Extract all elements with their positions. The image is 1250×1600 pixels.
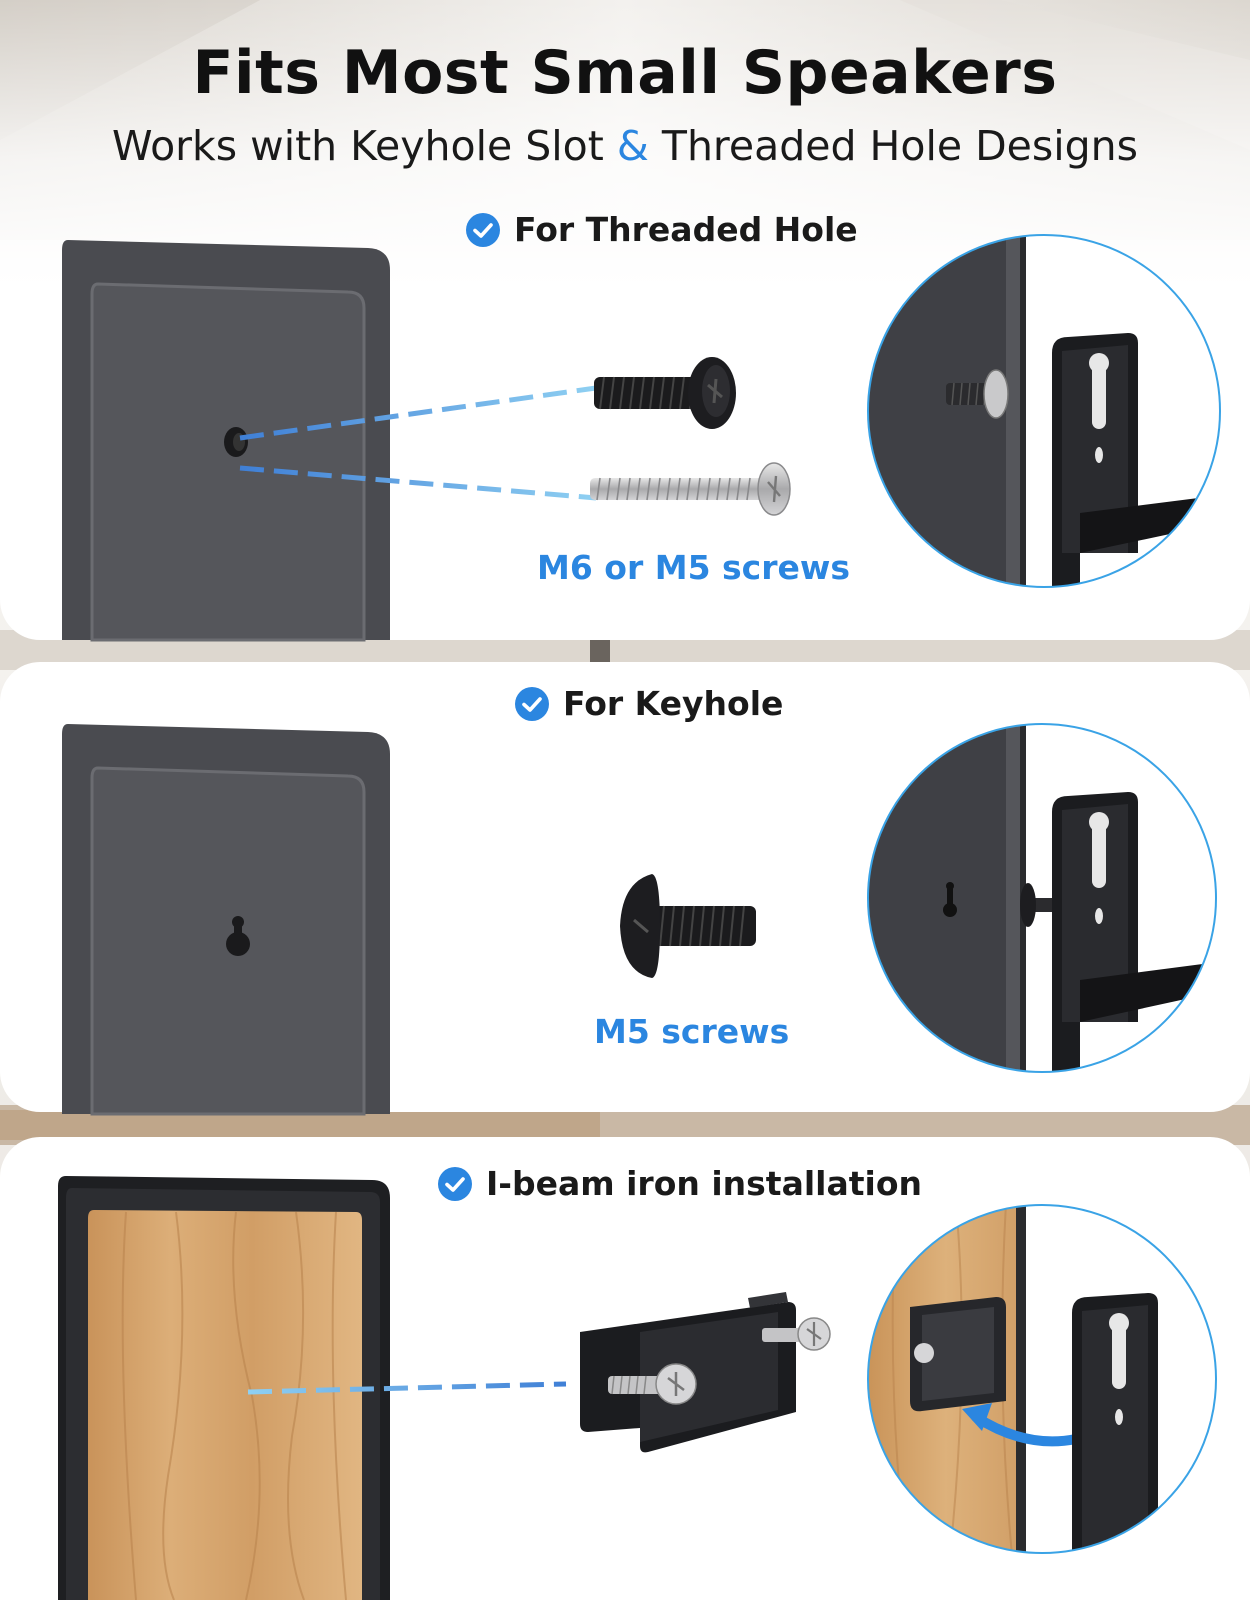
detail-circle-keyhole bbox=[867, 723, 1217, 1073]
section-threaded-label: For Threaded Hole bbox=[466, 210, 858, 249]
ibeam-bracket bbox=[580, 1292, 831, 1453]
section-keyhole-title: For Keyhole bbox=[563, 684, 784, 723]
caption-threaded-screws: M6 or M5 screws bbox=[537, 548, 851, 587]
page-title: Fits Most Small Speakers bbox=[192, 38, 1058, 108]
section-threaded-title: For Threaded Hole bbox=[514, 210, 858, 249]
section-ibeam-label: I-beam iron installation bbox=[438, 1164, 922, 1203]
detail-circle-threaded bbox=[867, 234, 1221, 588]
speaker-keyhole bbox=[62, 724, 390, 1116]
section-keyhole-label: For Keyhole bbox=[515, 684, 783, 723]
check-circle-icon bbox=[466, 212, 500, 247]
caption-keyhole-screws: M5 screws bbox=[594, 1012, 790, 1051]
speaker-wood bbox=[58, 1176, 390, 1600]
guide-line-ibeam bbox=[247, 1381, 567, 1395]
subtitle-ampersand: & bbox=[616, 122, 649, 170]
check-circle-icon bbox=[438, 1166, 472, 1201]
silver-screw bbox=[590, 462, 791, 516]
check-circle-icon bbox=[515, 686, 549, 721]
black-screw bbox=[594, 357, 736, 429]
guide-line-keyhole bbox=[262, 924, 618, 930]
header: Fits Most Small Speakers Works with Keyh… bbox=[0, 0, 1250, 210]
guide-lines-threaded bbox=[239, 385, 597, 501]
subtitle-part-1: Works with Keyhole Slot bbox=[111, 122, 604, 170]
page-subtitle: Works with Keyhole Slot & Threaded Hole … bbox=[0, 122, 1250, 170]
speaker-threaded bbox=[62, 240, 390, 642]
m5-screw bbox=[620, 874, 756, 978]
subtitle-part-2: Threaded Hole Designs bbox=[661, 122, 1139, 170]
section-ibeam-title: I-beam iron installation bbox=[486, 1164, 922, 1203]
detail-circle-ibeam bbox=[867, 1204, 1217, 1554]
